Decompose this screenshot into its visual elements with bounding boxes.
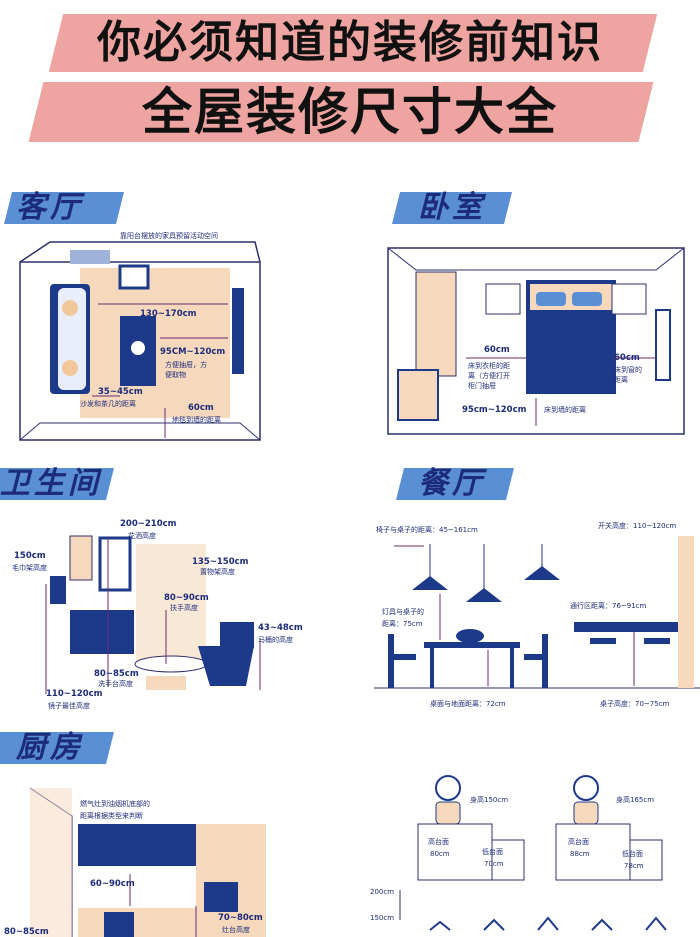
counter-s2: 150cm xyxy=(370,914,394,922)
counter-t2a: 低台面 xyxy=(482,847,503,856)
dining-title: 餐厅 xyxy=(418,466,486,501)
bedroom-illustration: 60cm 床到衣柜的距 离（方便打开 柜门抽屉 60cm 床到窗的 距离 95c… xyxy=(387,247,685,435)
living-w2-note1: 方便抽屉，方 xyxy=(165,360,207,369)
counter-t2b: 70cm xyxy=(484,860,504,868)
dining-d: 通行区距离：76~91cm xyxy=(570,601,647,610)
dining-e: 桌面与地面距离：72cm xyxy=(430,699,506,708)
bathroom-d-note: 扶手高度 xyxy=(170,603,198,612)
bedroom-a-note3: 柜门抽屉 xyxy=(468,381,496,390)
bedroom-a: 60cm xyxy=(484,345,510,355)
living-top-note: 靠阳台摆放的家具预留活动空间 xyxy=(120,231,218,240)
living-room-illustration: 靠阳台摆放的家具预留活动空间 130~170cm 95CM~120cm 方便抽屉… xyxy=(19,231,261,441)
counter-t3a: 高台面 xyxy=(568,837,589,846)
bathroom-c: 135~150cm xyxy=(192,557,249,567)
bathroom-a-note: 花洒高度 xyxy=(128,531,156,540)
counter-h2: 身高165cm xyxy=(616,795,654,804)
bathroom-e-note: 马桶的高度 xyxy=(258,635,293,644)
kitchen-c: 70~80cm xyxy=(218,913,263,923)
bathroom-g-note: 镜子最佳高度 xyxy=(48,701,90,710)
bedroom-b: 60cm xyxy=(614,353,640,363)
counter-s1: 200cm xyxy=(370,888,394,896)
living-w3-note: 沙发和茶几的距离 xyxy=(80,399,136,408)
bedroom-b-note1: 床到窗的 xyxy=(614,365,642,374)
header-line-1: 你必须知道的装修前知识 xyxy=(97,17,603,68)
bathroom-b-note: 毛巾架高度 xyxy=(12,563,47,572)
bathroom-illustration: 200~210cm 花洒高度 150cm 毛巾架高度 135~150cm 置物架… xyxy=(12,519,303,710)
bathroom-f: 80~85cm xyxy=(94,669,139,679)
bedroom-a-note1: 床到衣柜的距 xyxy=(468,361,510,370)
kitchen-a2: 距离根据类型来判断 xyxy=(80,811,143,820)
dining-f: 桌子高度：70~75cm xyxy=(600,699,670,708)
counter-t3b: 88cm xyxy=(570,850,590,858)
bathroom-g: 110~120cm xyxy=(46,689,103,699)
bathroom-d: 80~90cm xyxy=(164,593,209,603)
living-w4: 60cm xyxy=(188,403,214,413)
living-w1: 130~170cm xyxy=(140,309,197,319)
kitchen-illustration: 燃气灶到油烟机底部的 距离根据类型来判断 60~90cm 70~80cm 灶台高… xyxy=(4,787,266,937)
living-w3: 35~45cm xyxy=(98,387,143,397)
bathroom-a: 200~210cm xyxy=(120,519,177,529)
kitchen-b: 60~90cm xyxy=(90,879,135,889)
bathroom-c-note: 置物架高度 xyxy=(200,567,235,576)
counter-t1a: 高台面 xyxy=(428,837,449,846)
bedroom-title: 卧室 xyxy=(418,190,486,225)
counter-t4a: 低台面 xyxy=(622,849,643,858)
counter-h1: 身高150cm xyxy=(470,795,508,804)
bedroom-b-note2: 距离 xyxy=(614,375,628,384)
living-title: 客厅 xyxy=(16,190,84,225)
dining-b: 开关高度：110~120cm xyxy=(598,521,676,530)
kitchen-d: 80~85cm xyxy=(4,927,49,937)
bathroom-title: 卫生间 xyxy=(0,466,102,501)
kitchen-title: 厨房 xyxy=(16,730,84,765)
bathroom-e: 43~48cm xyxy=(258,623,303,633)
bedroom-c: 95cm~120cm xyxy=(462,405,527,415)
dining-illustration: 椅子与桌子的距离：45~161cm 开关高度：110~120cm 灯具与桌子的 … xyxy=(374,521,700,708)
counter-t4b: 78cm xyxy=(624,862,644,870)
dining-c1: 灯具与桌子的 xyxy=(382,607,424,616)
bathroom-b: 150cm xyxy=(14,551,46,561)
bedroom-c-note: 床到墙的距离 xyxy=(544,405,586,414)
header-line-2: 全屋装修尺寸大全 xyxy=(142,83,558,141)
living-w2-note2: 便取物 xyxy=(165,370,186,379)
kitchen-a1: 燃气灶到油烟机底部的 xyxy=(80,799,150,808)
living-w2: 95CM~120cm xyxy=(160,347,225,357)
kitchen-c-note: 灶台高度 xyxy=(222,925,250,934)
bathroom-f-note: 洗手台高度 xyxy=(98,679,133,688)
counter-heights-illustration: 身高150cm 身高165cm 高台面 80cm 低台面 70cm 高台面 88… xyxy=(370,775,667,931)
bedroom-a-note2: 离（方便打开 xyxy=(468,371,510,380)
counter-t1b: 80cm xyxy=(430,850,450,858)
dining-a: 椅子与桌子的距离：45~161cm xyxy=(376,525,478,534)
dining-c2: 距离：75cm xyxy=(382,619,423,628)
living-w4-note: 地毯到墙的距离 xyxy=(172,415,221,424)
